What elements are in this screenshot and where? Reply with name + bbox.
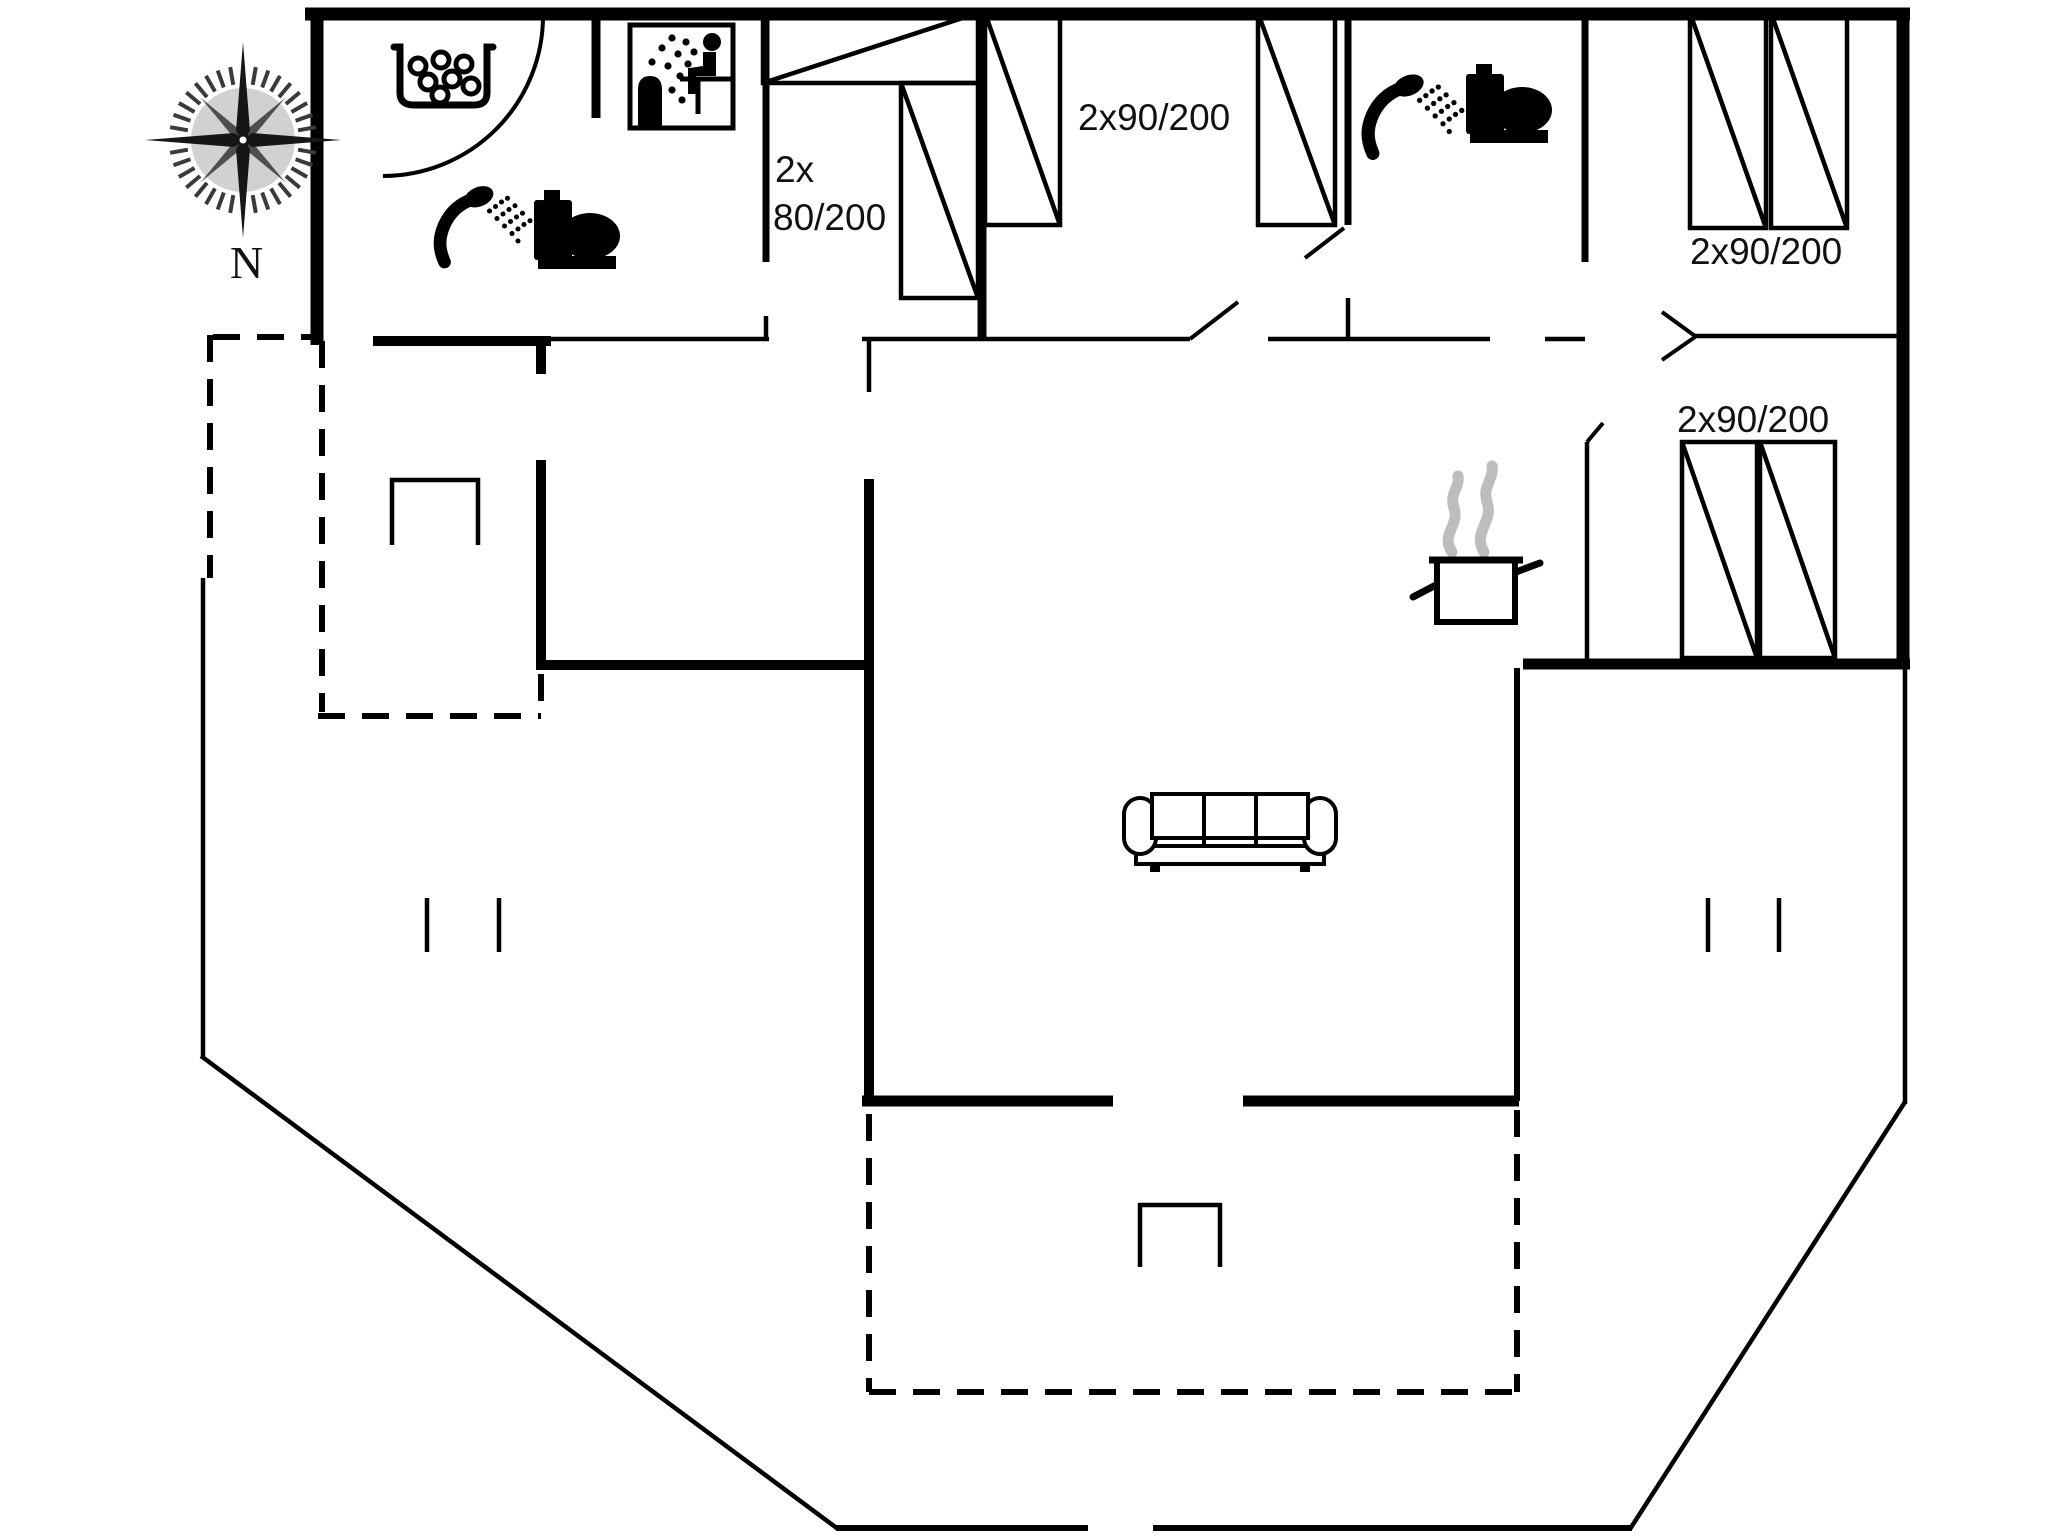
bed-label-top-middle: 2x90/200 (1078, 97, 1230, 138)
whirlpool-bath-icon (390, 43, 497, 109)
bed-top-middle-left (982, 10, 1063, 228)
window-ticks (424, 898, 1782, 952)
bed-hall-vertical (898, 80, 981, 301)
roof-outline (199, 578, 1908, 1531)
steam-icon (1474, 460, 1498, 558)
core-walls (536, 460, 1910, 1107)
sauna-icon (627, 22, 736, 131)
bed-label-mid-right: 2x90/200 (1677, 399, 1829, 440)
bed-label-hall-line1: 2x (775, 149, 815, 190)
cooking-pot-icon (1409, 460, 1544, 625)
open-rect-furniture-icon (1137, 1202, 1223, 1267)
bed-top-right-1 (1687, 10, 1769, 231)
shower-icon (1368, 70, 1464, 153)
open-rect-furniture-icon (389, 477, 481, 545)
partition-walls (591, 8, 1903, 660)
bed-label-hall-line2: 80/200 (773, 197, 886, 238)
door-arc (382, 15, 545, 178)
door-marks (382, 15, 1697, 444)
toilet-icon (1466, 64, 1552, 143)
compass-rose-icon (145, 42, 341, 238)
sofa-icon (1122, 792, 1338, 872)
compass-north-label: N (230, 237, 263, 288)
bed-mid-right-2 (1757, 439, 1838, 661)
bed-top-middle-right (1255, 10, 1338, 228)
bed-top-right-2 (1768, 10, 1850, 231)
bed-mid-right-1 (1679, 439, 1760, 661)
bed-hall-horizontal (760, 10, 981, 86)
steam-icon (1442, 470, 1464, 558)
shower-icon (440, 182, 533, 262)
bed-size-labels: 2x 80/200 2x90/200 2x90/200 2x90/200 (773, 97, 1842, 440)
terrace-dashed-lines (207, 334, 1520, 1395)
bed-label-top-right: 2x90/200 (1690, 231, 1842, 272)
toilet-icon (534, 190, 620, 269)
beds (760, 10, 1850, 661)
